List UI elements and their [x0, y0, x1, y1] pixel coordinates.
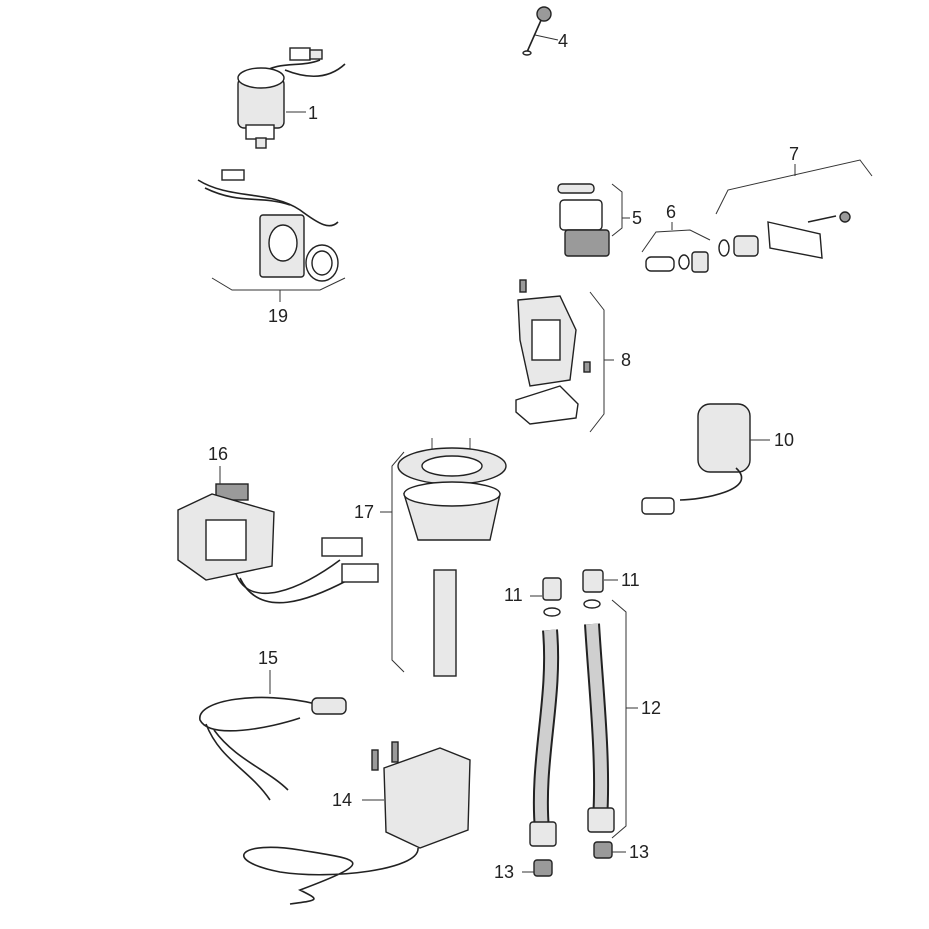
- callout-14: 14: [332, 790, 352, 810]
- callout-13-right: 13: [629, 842, 649, 862]
- leader-4: [534, 34, 559, 41]
- callout-6: 6: [666, 202, 676, 222]
- callout-1: 1: [308, 103, 318, 123]
- bracket-5: [611, 183, 623, 237]
- part-7-bracket-set: [718, 211, 851, 259]
- part-8-mounting-bracket: [515, 279, 591, 425]
- callout-15: 15: [258, 648, 278, 668]
- part-1-sensor: [237, 47, 346, 149]
- part-10-battery: [641, 403, 751, 515]
- part-11-nut-left: [542, 577, 562, 617]
- callout-19: 19: [268, 306, 288, 326]
- bracket-17: [391, 451, 405, 673]
- part-4-pin: [522, 6, 552, 56]
- callout-13-left: 13: [494, 862, 514, 882]
- callout-12: 12: [641, 698, 661, 718]
- part-11-nut-right: [582, 569, 604, 609]
- callout-4: 4: [558, 31, 568, 51]
- callout-17: 17: [354, 502, 374, 522]
- part-16-control-box: [177, 483, 379, 604]
- part-17-spout-assembly: [397, 438, 507, 677]
- bracket-8: [589, 291, 605, 433]
- callout-5: 5: [632, 208, 642, 228]
- part-19-electronics: [197, 169, 339, 282]
- part-6-fitting: [645, 251, 709, 273]
- part-12-flex-hoses: [529, 623, 615, 847]
- callout-10: 10: [774, 430, 794, 450]
- callout-8: 8: [621, 350, 631, 370]
- bracket-6: [641, 229, 711, 253]
- part-13-seal-right: [593, 841, 613, 859]
- part-14-power-supply: [243, 741, 471, 905]
- bracket-12: [611, 599, 627, 839]
- callout-11-right: 11: [621, 570, 640, 590]
- part-5-valve-cartridge: [557, 183, 610, 257]
- part-15-cable: [199, 696, 347, 801]
- part-13-seal-left: [533, 859, 553, 877]
- bracket-19: [211, 277, 346, 291]
- bracket-7: [715, 159, 873, 215]
- callout-11-left: 11: [504, 585, 523, 605]
- callout-7: 7: [789, 144, 799, 164]
- callout-16: 16: [208, 444, 228, 464]
